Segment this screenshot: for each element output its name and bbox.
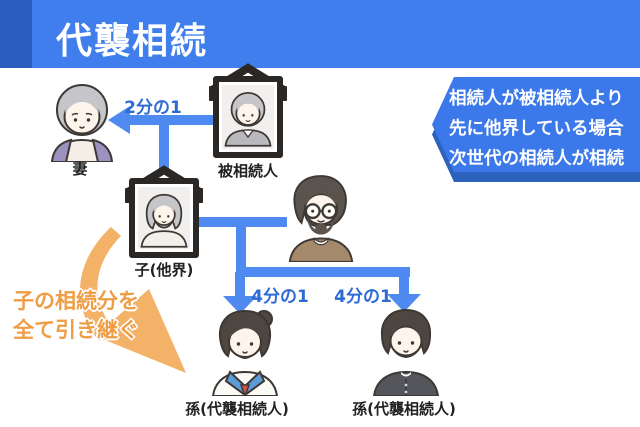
header-accent-stripe [0,0,32,68]
share-label-wife: 2分の1 [124,98,182,118]
callout-text-line2: 先に他界している場合 [449,119,624,139]
note-text-line2: 全て引き継ぐ [13,318,139,342]
page-title: 代襲相続 [56,21,209,62]
grandchild-right-label: 孫(代襲相続人) [352,400,456,418]
header-bar: 代襲相続 [0,0,640,68]
callout-text-line1: 相続人が被相続人より [449,89,624,109]
connector-decedent-to-child [159,120,169,170]
note-text-line1: 子の相続分を [13,289,139,313]
granddaughter-illustration [211,309,279,396]
share-arrow-to-grandchild-left [223,272,257,314]
child-portrait-illustration [140,193,188,248]
photo-frame-child [129,178,199,258]
share-label-grandchild-right: 4分の1 [334,287,392,307]
connector-couple-drop [236,222,246,274]
wife-illustration [50,84,114,162]
callout-banner: 相続人が被相続人より 先に他界している場合 次世代の相続人が相続 [432,77,640,172]
grandchild-left-label: 孫(代襲相続人) [185,400,289,418]
grandson-illustration [372,308,440,396]
decedent-portrait-illustration [224,92,272,147]
note-curved-arrow [79,227,186,373]
wife-label: 妻 [72,160,88,178]
note-text: 子の相続分を 全て引き継ぐ [13,287,139,345]
share-label-grandchild-left: 4分の1 [251,287,309,307]
share-arrow-to-wife [108,106,213,134]
spouse-illustration [288,175,354,262]
decedent-label: 被相続人 [217,162,278,180]
connector-grandchildren-branch [236,267,410,277]
callout-text-line3: 次世代の相続人が相続 [449,149,624,169]
child-label: 子(他界) [134,261,194,279]
photo-frame-decedent [213,76,283,158]
share-arrow-to-grandchild-right [387,272,421,312]
